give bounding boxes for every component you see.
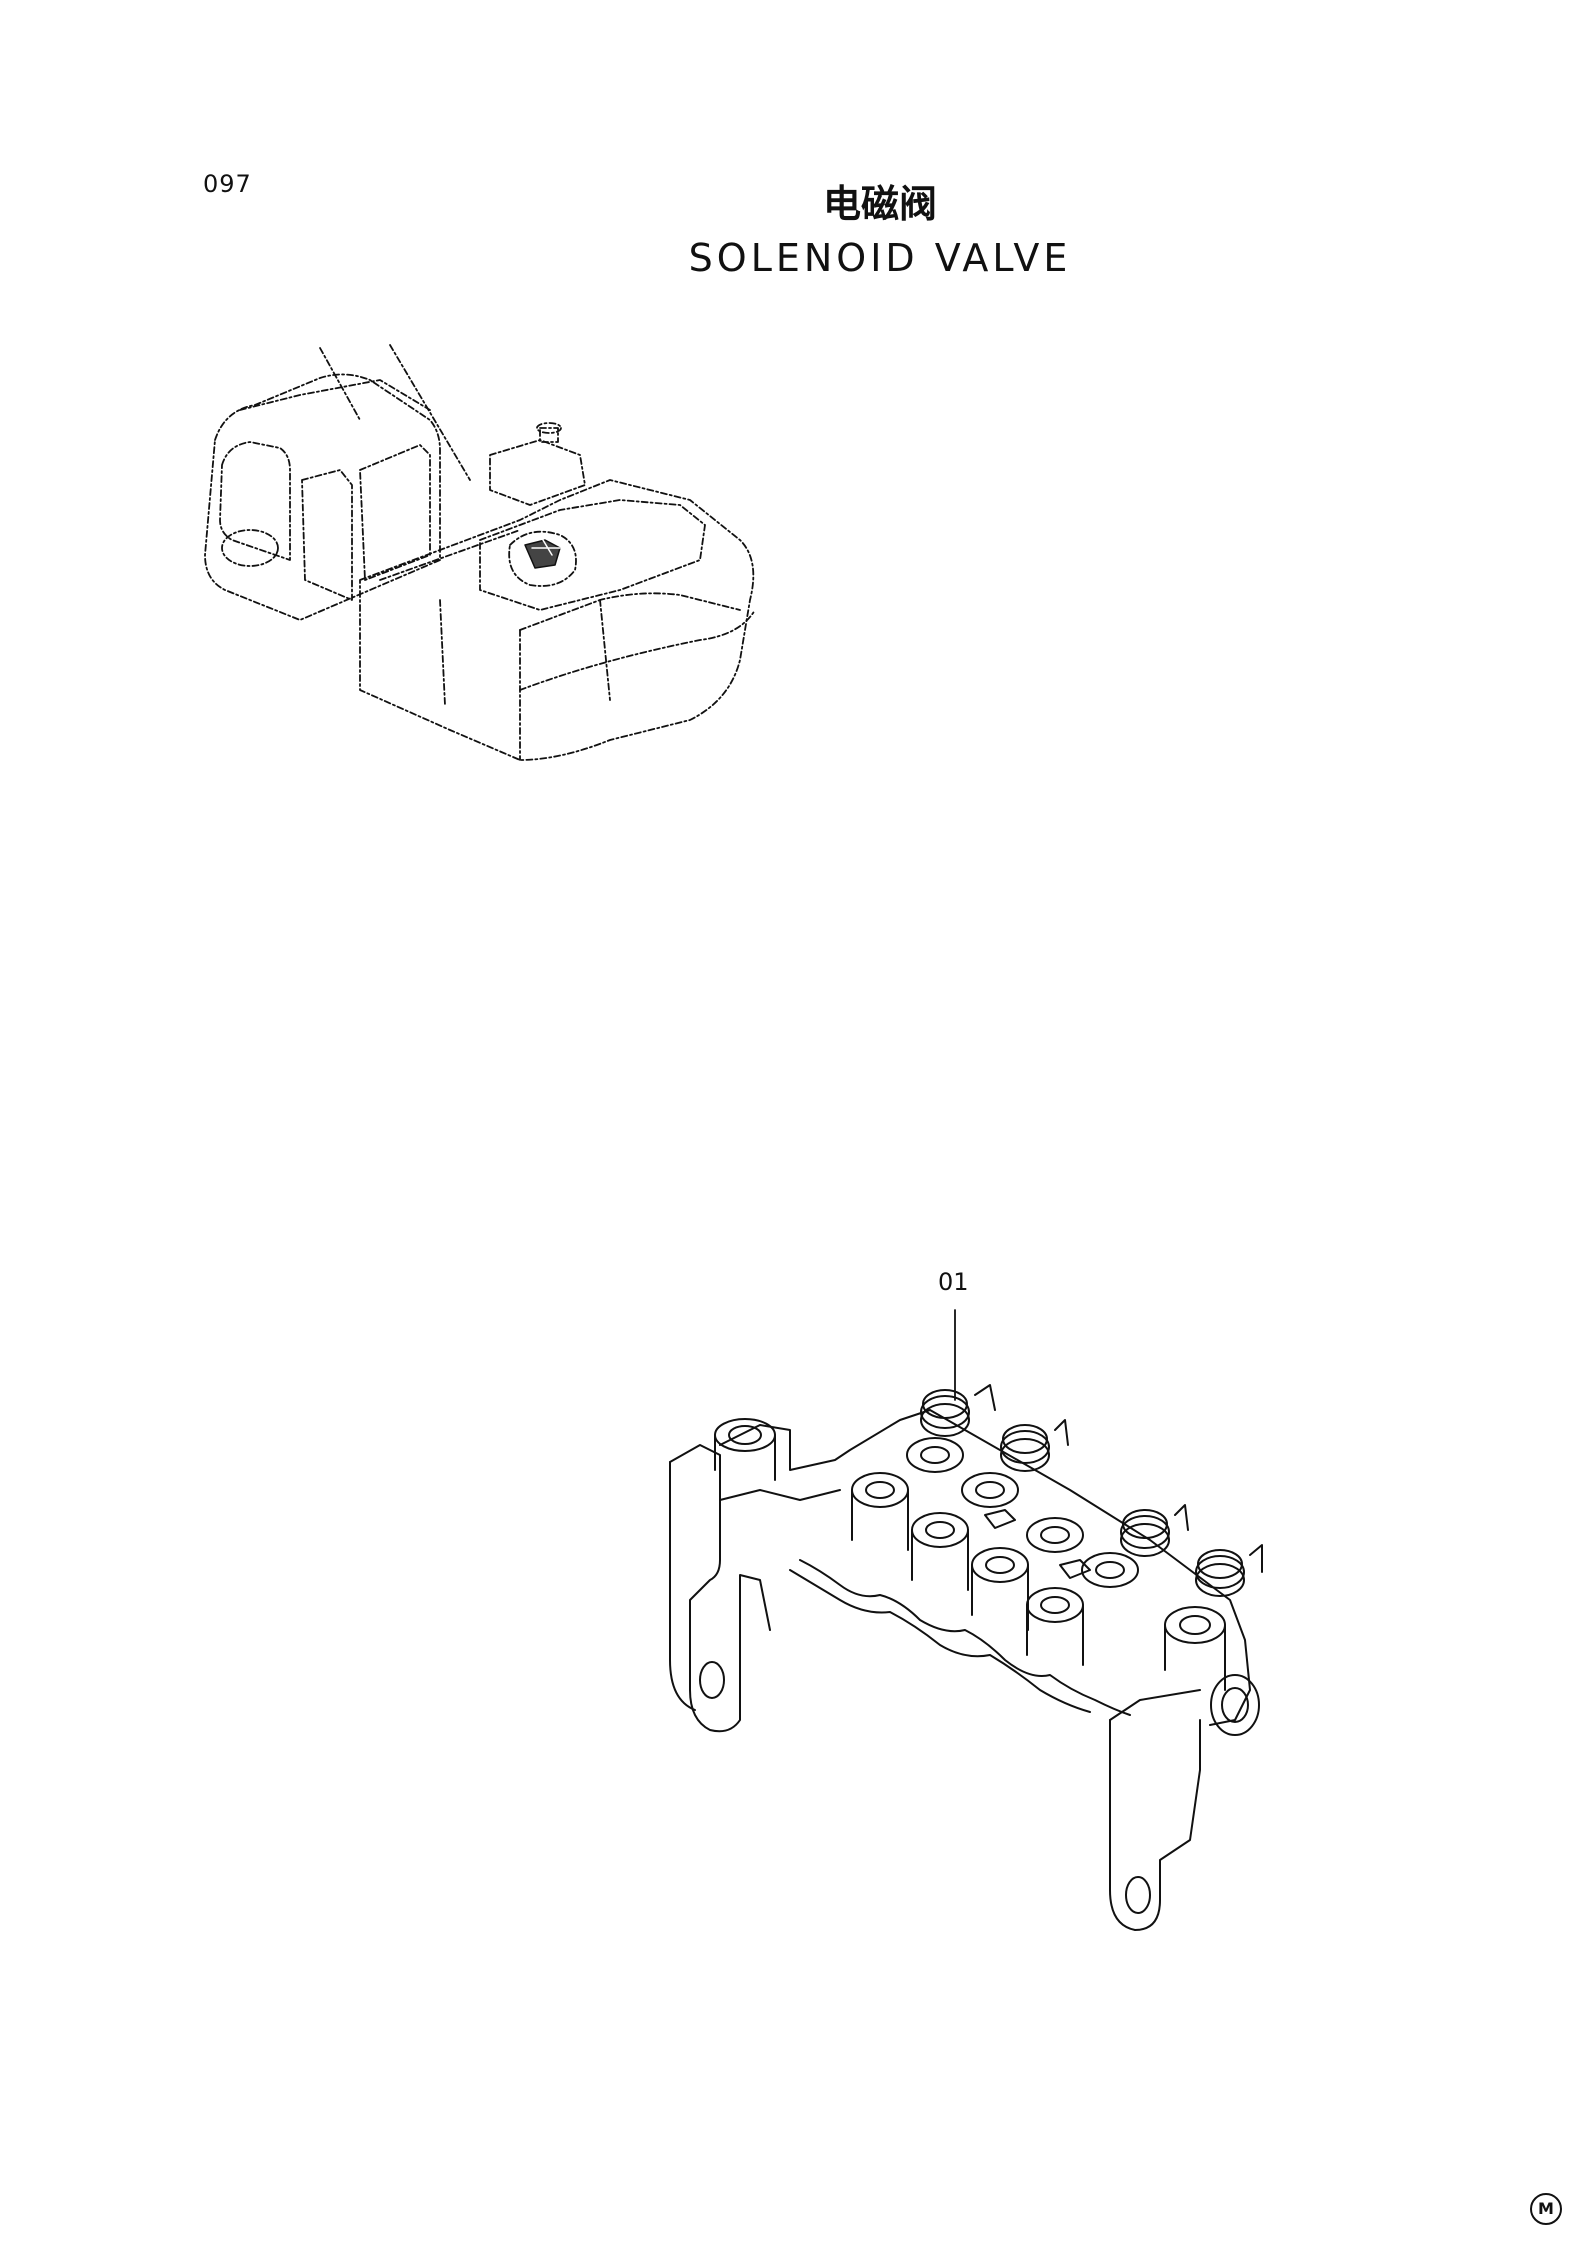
title-chinese: 电磁阀 bbox=[822, 182, 937, 226]
excavator-overview-illustration bbox=[204, 344, 756, 761]
callout-label-01: 01 bbox=[938, 1268, 969, 1296]
solenoid-coils bbox=[920, 1384, 1263, 1597]
location-marker-icon bbox=[524, 534, 561, 569]
manufacturer-mark-icon: M bbox=[1530, 2193, 1562, 2225]
solenoid-valve-illustration bbox=[669, 1309, 1263, 1931]
title-english: SOLENOID VALVE bbox=[688, 236, 1072, 280]
title-block: 电磁阀 SOLENOID VALVE bbox=[560, 180, 1200, 280]
page-number: 097 bbox=[203, 170, 252, 198]
